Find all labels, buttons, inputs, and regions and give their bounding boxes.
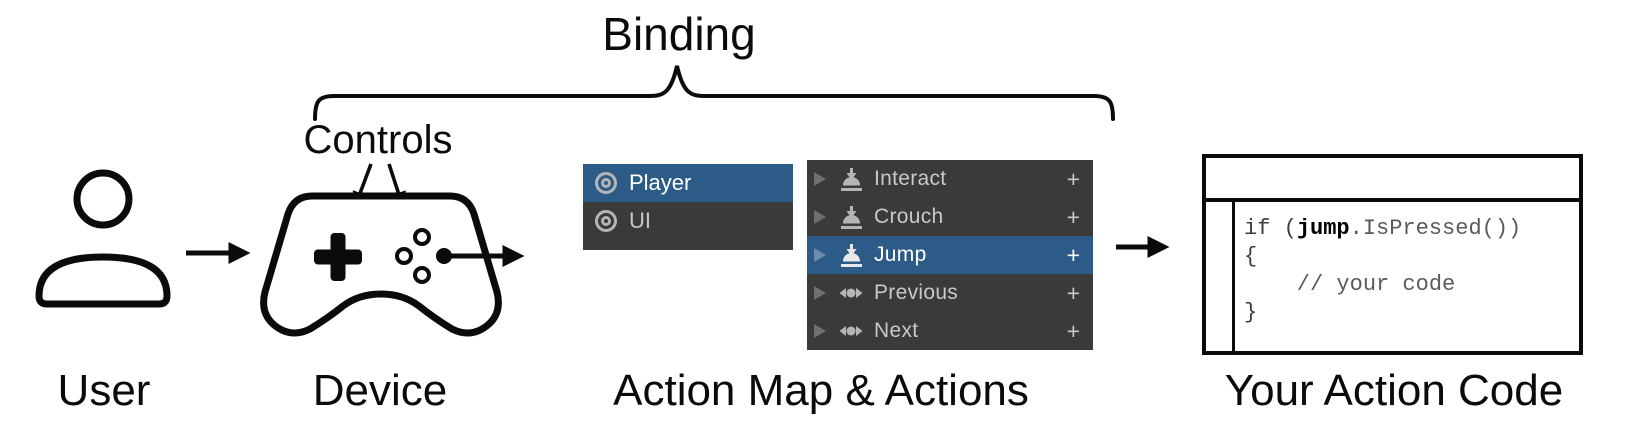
code-window-titlebar — [1206, 158, 1579, 202]
actions-panel: Interact + Crouch + Jump + — [807, 160, 1093, 350]
action-map-row-ui[interactable]: UI — [583, 202, 793, 240]
code-line-4: } — [1244, 300, 1258, 325]
controls-label: Controls — [303, 118, 453, 162]
action-row-jump[interactable]: Jump + — [807, 236, 1093, 274]
action-code-label: Your Action Code — [1224, 366, 1564, 415]
binding-brace — [313, 65, 1115, 121]
axis-control-icon — [838, 324, 864, 338]
gamepad-icon — [260, 192, 502, 337]
code-window-body: if (jump.IsPressed()) { // your code } — [1206, 202, 1579, 351]
foldout-triangle-icon[interactable] — [814, 248, 826, 262]
foldout-triangle-icon[interactable] — [814, 210, 826, 224]
action-code-window: if (jump.IsPressed()) { // your code } — [1202, 154, 1583, 355]
code-line-2: { — [1244, 244, 1258, 269]
foldout-triangle-icon[interactable] — [814, 286, 826, 300]
action-map-label: Action Map & Actions — [613, 366, 1029, 415]
action-row-label: Crouch — [874, 205, 944, 228]
action-row-crouch[interactable]: Crouch + — [807, 198, 1093, 236]
action-row-label: Next — [874, 319, 919, 342]
gamepad-dpad — [314, 233, 362, 281]
add-binding-button[interactable]: + — [1066, 204, 1080, 230]
button-control-icon — [838, 243, 864, 267]
button-control-icon — [838, 205, 864, 229]
code-line-1: if (jump.IsPressed()) — [1244, 216, 1522, 241]
gamepad-body — [260, 192, 502, 337]
code-gutter — [1206, 202, 1235, 351]
device-label: Device — [312, 366, 448, 415]
action-map-icon — [595, 210, 617, 232]
foldout-triangle-icon[interactable] — [814, 172, 826, 186]
code-snippet: if (jump.IsPressed()) { // your code } — [1235, 202, 1521, 351]
foldout-triangle-icon[interactable] — [814, 324, 826, 338]
action-row-label: Jump — [874, 243, 927, 266]
add-binding-button[interactable]: + — [1066, 280, 1080, 306]
gamepad-pressed-button — [436, 248, 452, 264]
action-map-icon — [595, 172, 617, 194]
add-binding-button[interactable]: + — [1066, 242, 1080, 268]
button-control-icon — [838, 167, 864, 191]
action-map-row-label: Player — [629, 170, 692, 195]
action-row-next[interactable]: Next + — [807, 312, 1093, 350]
add-binding-button[interactable]: + — [1066, 318, 1080, 344]
add-binding-button[interactable]: + — [1066, 166, 1080, 192]
action-map-row-player[interactable]: Player — [583, 164, 793, 202]
binding-label: Binding — [602, 8, 756, 60]
jump-keyword: jump — [1296, 216, 1350, 241]
action-row-label: Previous — [874, 281, 959, 304]
action-row-label: Interact — [874, 167, 947, 190]
action-row-previous[interactable]: Previous + — [807, 274, 1093, 312]
code-line-3: // your code — [1244, 272, 1456, 297]
action-maps-panel: Player UI — [583, 164, 793, 250]
user-label: User — [57, 366, 151, 415]
action-row-interact[interactable]: Interact + — [807, 160, 1093, 198]
gamepad-face-buttons — [395, 228, 452, 284]
action-map-row-label: UI — [629, 208, 651, 233]
user-icon — [35, 169, 171, 308]
axis-control-icon — [838, 286, 864, 300]
